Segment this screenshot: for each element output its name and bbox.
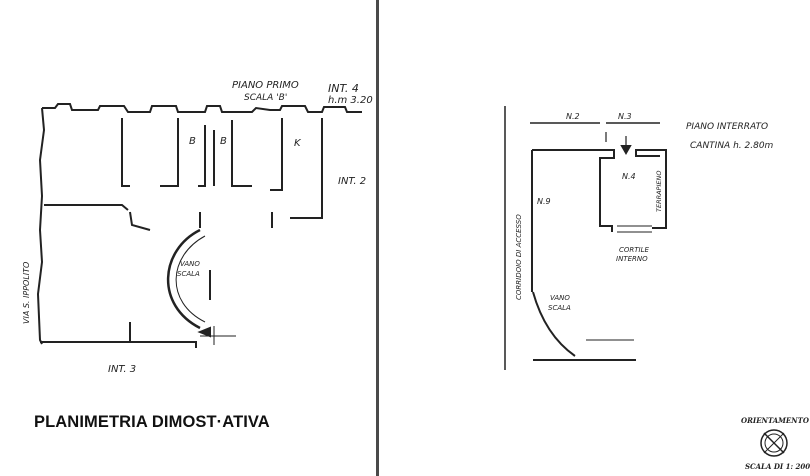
compass-icon [760, 429, 788, 457]
unit-label: INT. 4 [328, 82, 359, 95]
right-plan-labels: PIANO INTERRATO CANTINA h. 2.80m N.2 N.3… [515, 112, 774, 312]
drawing-title: PLANIMETRIA DIMOST·ATIVA [34, 413, 270, 431]
left-plan-walls [36, 103, 362, 348]
height-label: h.m 3.20 [328, 95, 373, 106]
terrapieno-label: TERRAPIENO [655, 171, 663, 212]
scale-label: SCALA DI 1: 200 [745, 462, 810, 471]
vano-label: VANO [180, 260, 200, 268]
n3-label: N.3 [618, 112, 632, 121]
cortile-label: CORTILE [619, 246, 650, 254]
orientation-label: ORIENTAMENTO [741, 416, 809, 425]
corridor-label: CORRIDOIO DI ACCESSO [515, 214, 523, 300]
left-plan-labels: PIANO PRIMO INT. 4 SCALA 'B' h.m 3.20 B … [22, 80, 373, 375]
n9-label: N.9 [537, 197, 551, 206]
floor-right-label: PIANO INTERRATO [686, 122, 768, 132]
int2-label: INT. 2 [338, 176, 366, 187]
floor-label: PIANO PRIMO [232, 80, 299, 91]
vano-right-label: VANO [550, 294, 570, 302]
street-label: VIA S. IPPOLITO [22, 262, 31, 324]
int3-label: INT. 3 [108, 364, 136, 375]
cantina-label: CANTINA h. 2.80m [690, 141, 774, 151]
n4-label: N.4 [622, 172, 636, 181]
right-plan-walls [504, 106, 667, 370]
scala-right-label: SCALA [548, 304, 571, 312]
room-k-label: K [294, 138, 302, 149]
n2-label: N.2 [566, 112, 580, 121]
room-b1-label: B [189, 136, 196, 147]
room-b2-label: B [220, 136, 227, 147]
stair-label: SCALA 'B' [244, 93, 287, 103]
interno-label: INTERNO [616, 255, 648, 263]
scala-label: SCALA [177, 270, 200, 278]
page-divider [376, 0, 379, 476]
